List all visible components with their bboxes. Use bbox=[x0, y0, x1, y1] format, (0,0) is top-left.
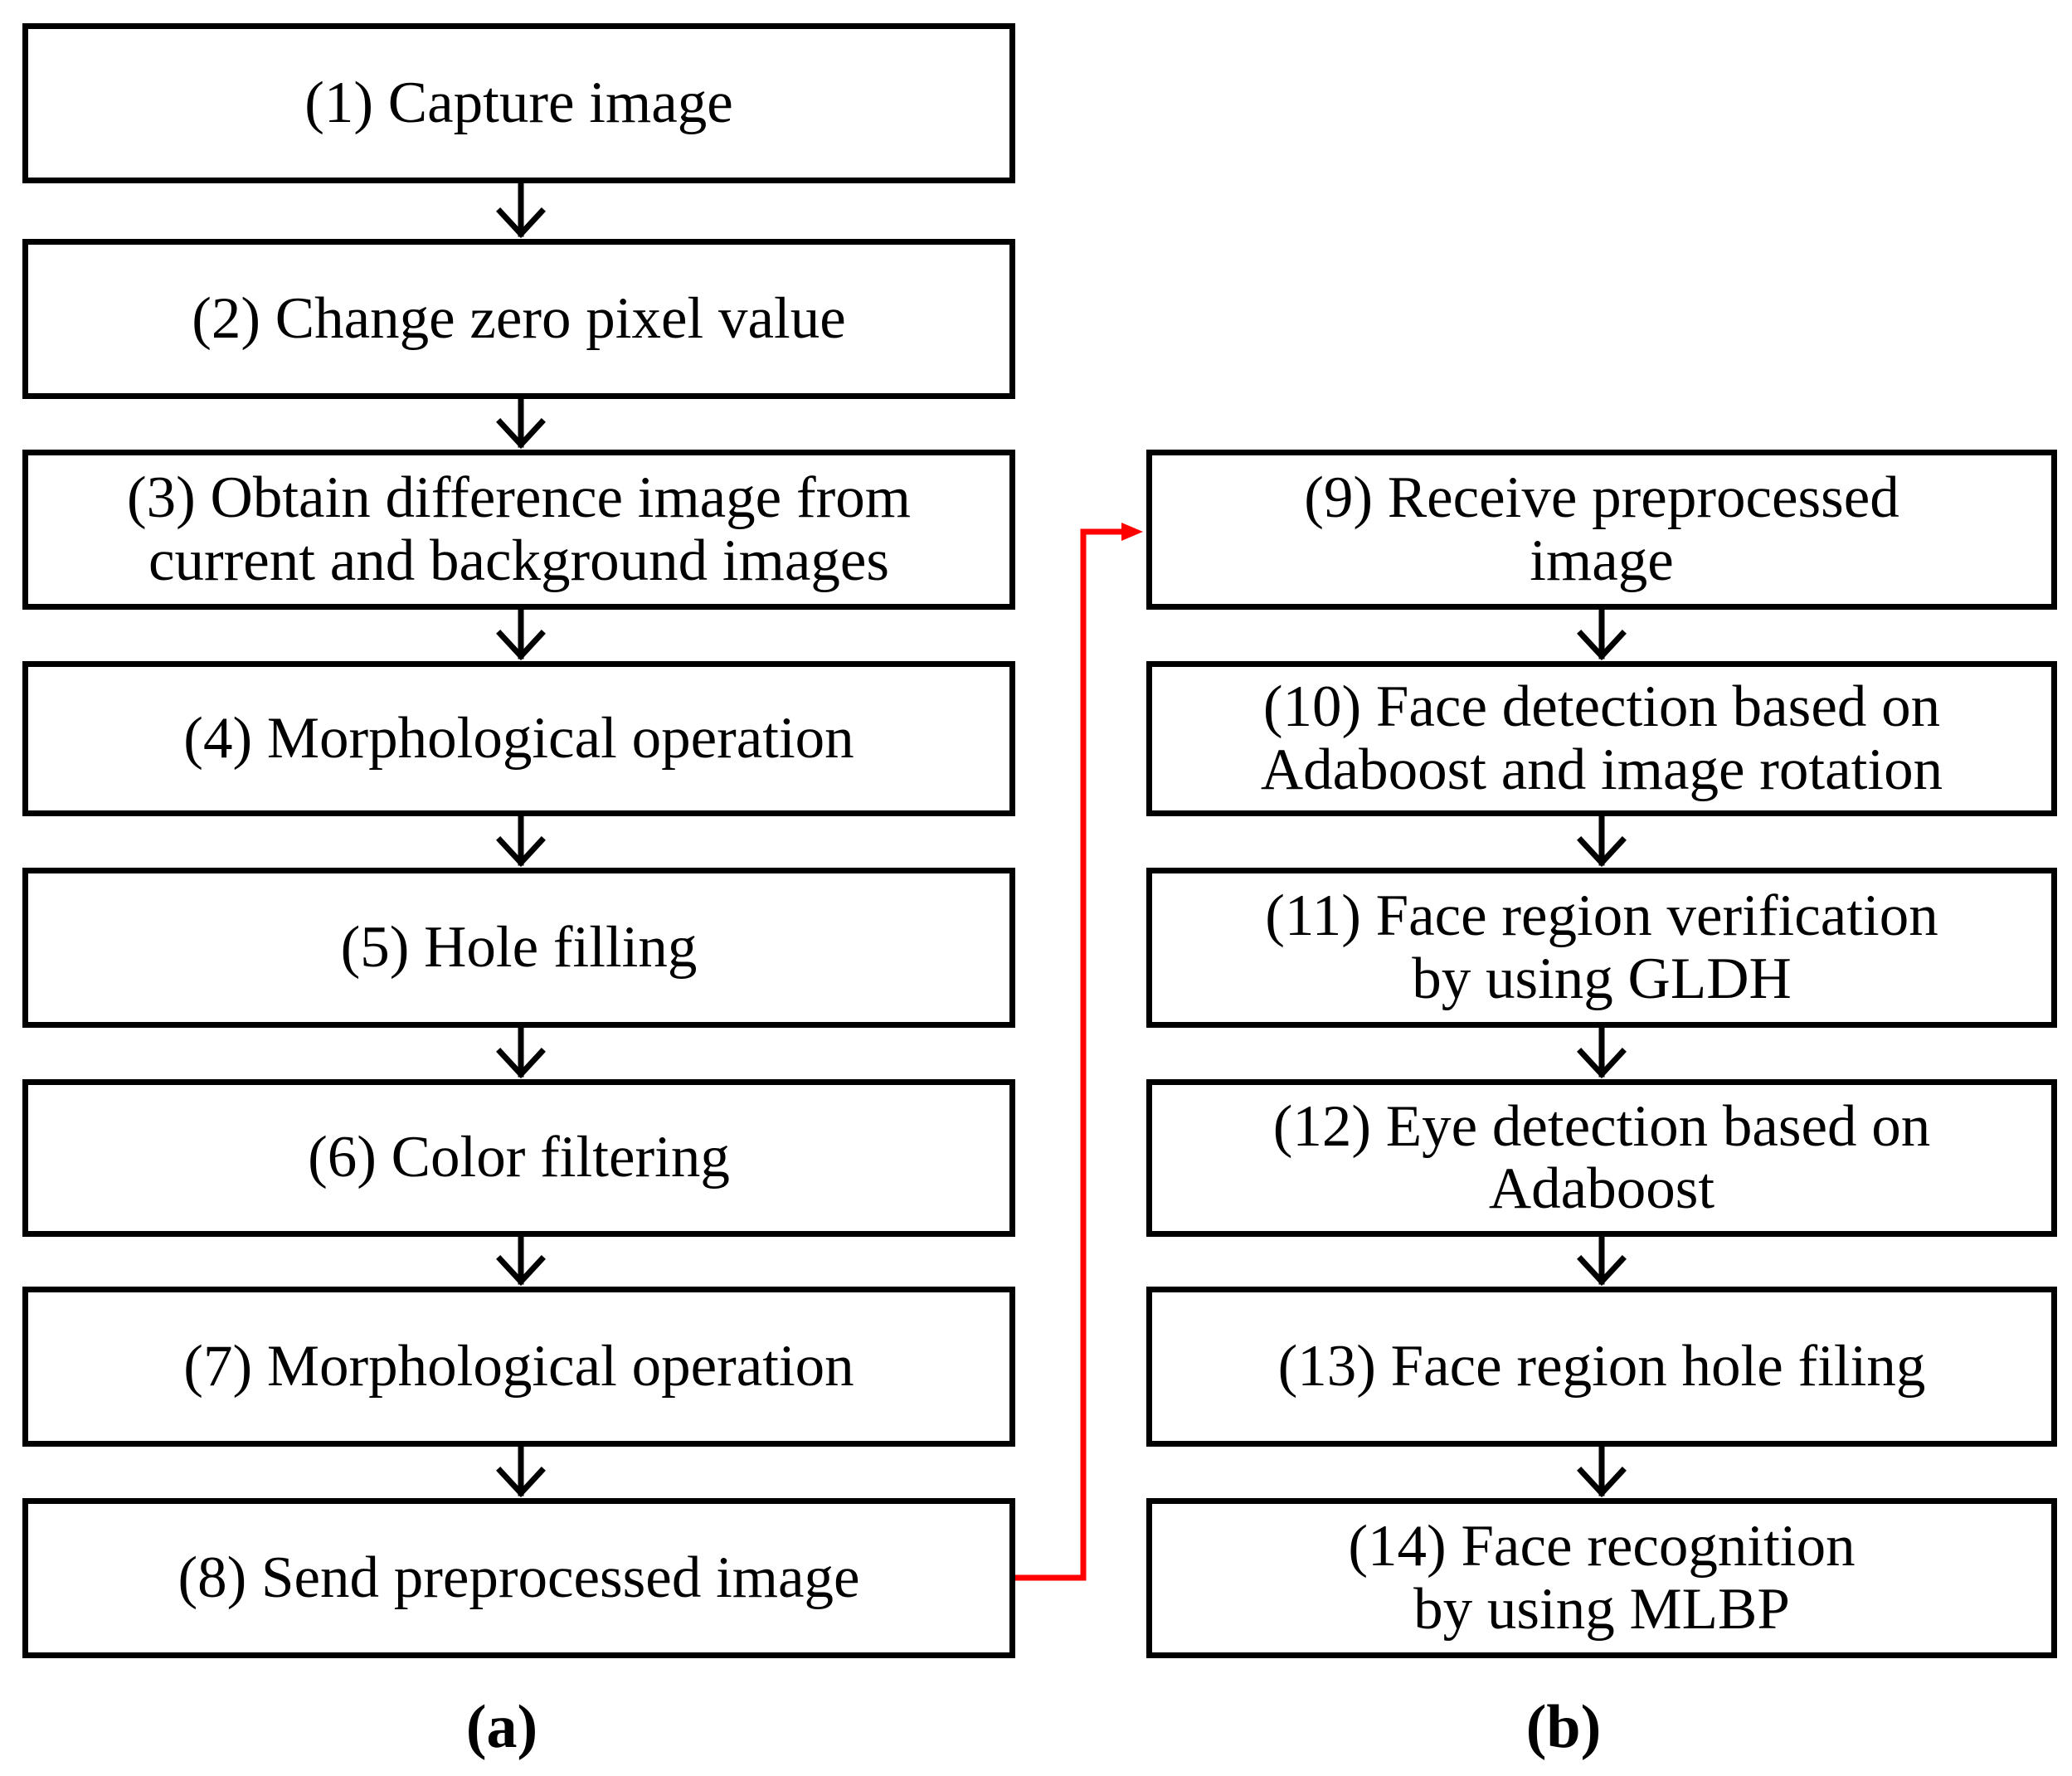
panel-b-label: (b) bbox=[1525, 1693, 1602, 1761]
step-2-box: (2) Change zero pixel value bbox=[22, 239, 1015, 399]
arrow-1-to-2 bbox=[496, 180, 546, 239]
step-1-label: (1) Capture image bbox=[304, 70, 733, 135]
step-10-box: (10) Face detection based on Adaboost an… bbox=[1146, 661, 2057, 816]
step-12-box: (12) Eye detection based on Adaboost bbox=[1146, 1079, 2057, 1237]
step-14-box: (14) Face recognition by using MLBP bbox=[1146, 1498, 2057, 1658]
arrow-4-to-5 bbox=[496, 813, 546, 868]
step-14-label: (14) Face recognition by using MLBP bbox=[1348, 1514, 1856, 1642]
arrow-5-to-6 bbox=[496, 1024, 546, 1079]
step-7-label: (7) Morphological operation bbox=[183, 1333, 854, 1399]
step-10-label: (10) Face detection based on Adaboost an… bbox=[1260, 674, 1943, 802]
step-5-label: (5) Hole filling bbox=[340, 914, 698, 980]
step-8-label: (8) Send preprocessed image bbox=[178, 1545, 860, 1610]
step-6-label: (6) Color filtering bbox=[308, 1125, 730, 1190]
step-9-label: (9) Receive preprocessed image bbox=[1304, 465, 1899, 593]
arrow-12-to-13 bbox=[1577, 1233, 1627, 1287]
arrow-7-to-8 bbox=[496, 1443, 546, 1498]
step-3-box: (3) Obtain difference image from current… bbox=[22, 450, 1015, 610]
transfer-arrow-8-to-9 bbox=[1015, 523, 1143, 1581]
arrow-2-to-3 bbox=[496, 396, 546, 450]
step-7-box: (7) Morphological operation bbox=[22, 1287, 1015, 1447]
step-4-label: (4) Morphological operation bbox=[183, 705, 854, 771]
arrow-6-to-7 bbox=[496, 1233, 546, 1287]
arrow-3-to-4 bbox=[496, 606, 546, 661]
arrow-13-to-14 bbox=[1577, 1443, 1627, 1498]
step-12-label: (12) Eye detection based on Adaboost bbox=[1272, 1093, 1931, 1221]
step-1-box: (1) Capture image bbox=[22, 23, 1015, 183]
step-8-box: (8) Send preprocessed image bbox=[22, 1498, 1015, 1658]
step-13-label: (13) Face region hole filing bbox=[1277, 1333, 1926, 1399]
arrow-9-to-10 bbox=[1577, 606, 1627, 661]
step-11-box: (11) Face region verification by using G… bbox=[1146, 868, 2057, 1028]
step-4-box: (4) Morphological operation bbox=[22, 661, 1015, 816]
step-3-label: (3) Obtain difference image from current… bbox=[127, 465, 911, 593]
arrow-10-to-11 bbox=[1577, 813, 1627, 868]
step-5-box: (5) Hole filling bbox=[22, 868, 1015, 1028]
step-2-label: (2) Change zero pixel value bbox=[192, 285, 846, 351]
step-11-label: (11) Face region verification by using G… bbox=[1265, 883, 1938, 1011]
step-6-box: (6) Color filtering bbox=[22, 1079, 1015, 1237]
panel-a-label: (a) bbox=[465, 1693, 538, 1761]
step-13-box: (13) Face region hole filing bbox=[1146, 1287, 2057, 1447]
step-9-box: (9) Receive preprocessed image bbox=[1146, 450, 2057, 610]
arrow-11-to-12 bbox=[1577, 1024, 1627, 1079]
